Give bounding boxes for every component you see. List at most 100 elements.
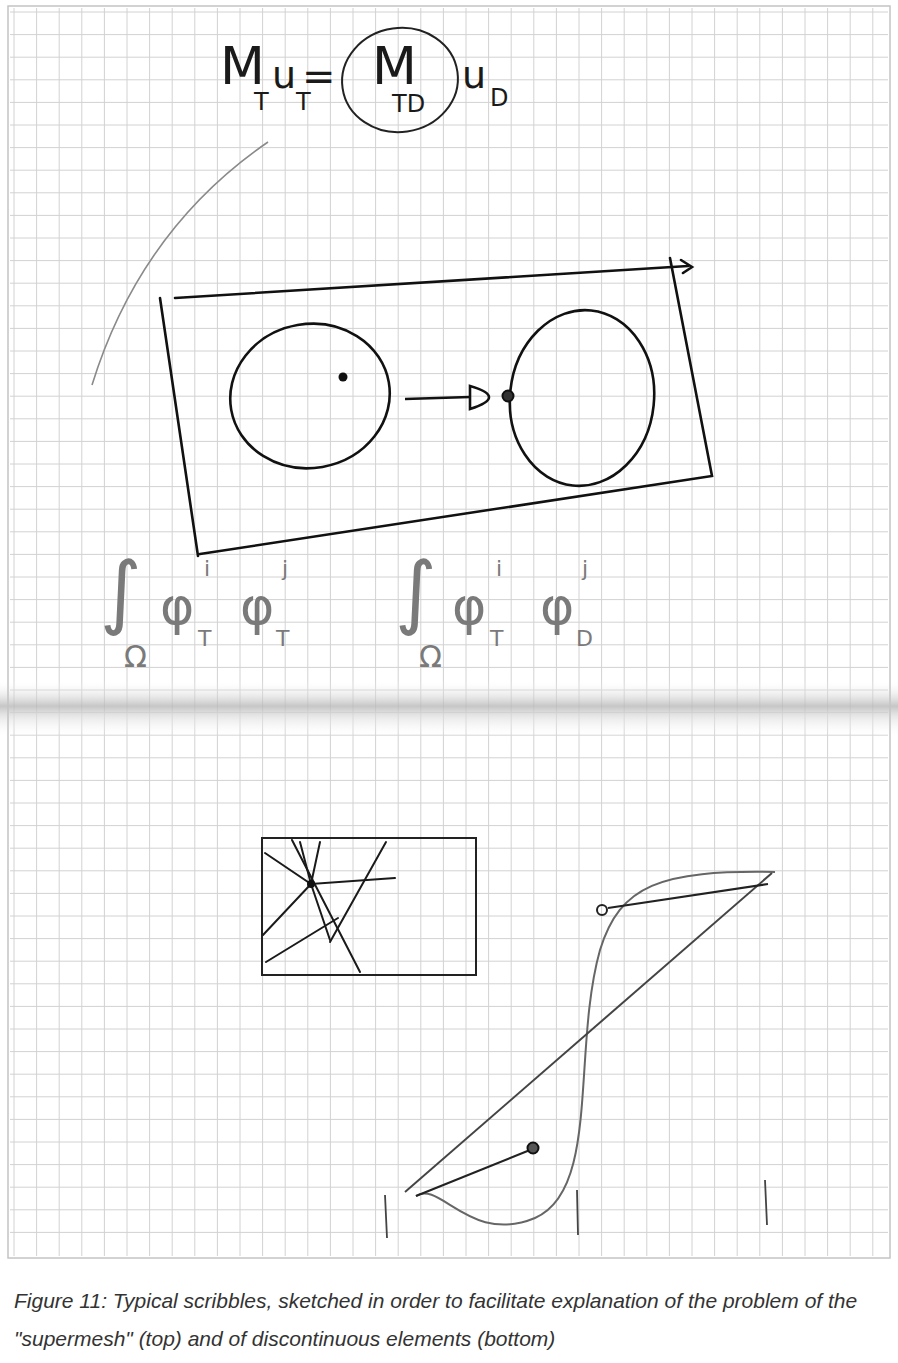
math-symbol: φ — [240, 580, 274, 632]
linear-approximation — [405, 873, 772, 1192]
figure-caption: Figure 11: Typical scribbles, sketched i… — [14, 1282, 886, 1358]
grid-line — [10, 192, 888, 193]
grid-line — [624, 8, 625, 1256]
grid-line — [36, 8, 37, 1256]
grid-line — [353, 8, 354, 1256]
math-symbol: ∫ — [395, 552, 437, 632]
mesh-web — [263, 840, 395, 972]
grid-line — [10, 893, 888, 894]
math-symbol: Ω — [419, 642, 442, 672]
grid-line — [466, 8, 467, 1256]
pencil-stroke — [92, 142, 268, 385]
grid-line — [217, 8, 218, 1256]
tick-mark — [385, 1180, 767, 1238]
grid-line — [10, 1119, 888, 1120]
grid-line — [10, 418, 888, 419]
math-symbol: T — [198, 628, 211, 650]
math-symbol: φ — [452, 580, 486, 632]
grid-line — [10, 983, 888, 984]
grid-line — [10, 12, 888, 13]
open-endpoint — [597, 905, 607, 915]
grid-line — [10, 351, 888, 352]
grid-line — [10, 1029, 888, 1030]
grid-line — [556, 8, 557, 1256]
math-symbol: T — [490, 628, 503, 650]
grid-line — [10, 531, 888, 532]
grid-line — [10, 803, 888, 804]
grid-line — [398, 8, 399, 1256]
grid-line — [420, 8, 421, 1256]
grid-line — [172, 8, 173, 1256]
grid-line — [759, 8, 760, 1256]
math-symbol: i — [204, 558, 210, 580]
math-symbol: = — [302, 56, 336, 96]
grid-line — [10, 464, 888, 465]
grid-line — [10, 328, 888, 329]
grid-line — [10, 215, 888, 216]
node-dot — [339, 373, 348, 382]
grid-line — [10, 825, 888, 826]
grid-line — [10, 283, 888, 284]
grid-line — [240, 8, 241, 1256]
scan-border — [8, 6, 890, 1258]
grid-line — [10, 441, 888, 442]
grid-line — [10, 260, 888, 261]
grid-line — [669, 8, 670, 1256]
domain-rectangle — [160, 258, 712, 556]
grid-line — [10, 622, 888, 623]
math-symbol: φ — [540, 580, 574, 632]
grid-line — [307, 8, 308, 1256]
math-symbol: D — [490, 86, 508, 110]
math-symbol: M — [372, 40, 417, 92]
grid-line — [10, 1187, 888, 1188]
grid-line — [10, 1164, 888, 1165]
source-mesh-blob — [219, 311, 402, 481]
grid-line — [10, 147, 888, 148]
grid-line — [10, 79, 888, 80]
grid-line — [601, 8, 602, 1256]
discontinuous-segment — [416, 1150, 530, 1196]
target-mesh-blob — [501, 303, 663, 493]
math-symbol: u — [272, 56, 296, 94]
domain-rectangle — [175, 260, 692, 298]
grid-line — [10, 373, 888, 374]
closed-endpoint — [528, 1143, 539, 1154]
grid-line — [10, 305, 888, 306]
grid-line — [127, 8, 128, 1256]
math-symbol: φ — [160, 580, 194, 632]
math-symbol: i — [496, 558, 502, 580]
grid-line — [692, 8, 693, 1256]
grid-line — [10, 1006, 888, 1007]
grid-line — [10, 1209, 888, 1210]
grid-line — [10, 125, 888, 126]
continuous-curve — [416, 872, 775, 1225]
grid-line — [10, 238, 888, 239]
grid-line — [194, 8, 195, 1256]
grid-line — [10, 509, 888, 510]
grid-line — [10, 1232, 888, 1233]
node-dot — [503, 391, 514, 402]
math-symbol: ∫ — [100, 552, 142, 632]
grid-line — [10, 1096, 888, 1097]
math-symbol: TD — [392, 92, 425, 116]
grid-line — [737, 8, 738, 1256]
grid-line — [10, 961, 888, 962]
grid-line — [10, 577, 888, 578]
mesh-rectangle — [262, 838, 476, 975]
math-symbol: Ω — [124, 642, 147, 672]
grid-line — [872, 8, 873, 1256]
grid-line — [511, 8, 512, 1256]
paper-fold — [0, 680, 898, 738]
grid-line — [805, 8, 806, 1256]
grid-line — [330, 8, 331, 1256]
mapping-arrowhead — [470, 386, 489, 409]
grid-line — [10, 1051, 888, 1052]
grid-line — [14, 8, 15, 1256]
grid-line — [10, 599, 888, 600]
node-dot — [307, 880, 315, 888]
grid-line — [262, 8, 263, 1256]
grid-line — [10, 916, 888, 917]
